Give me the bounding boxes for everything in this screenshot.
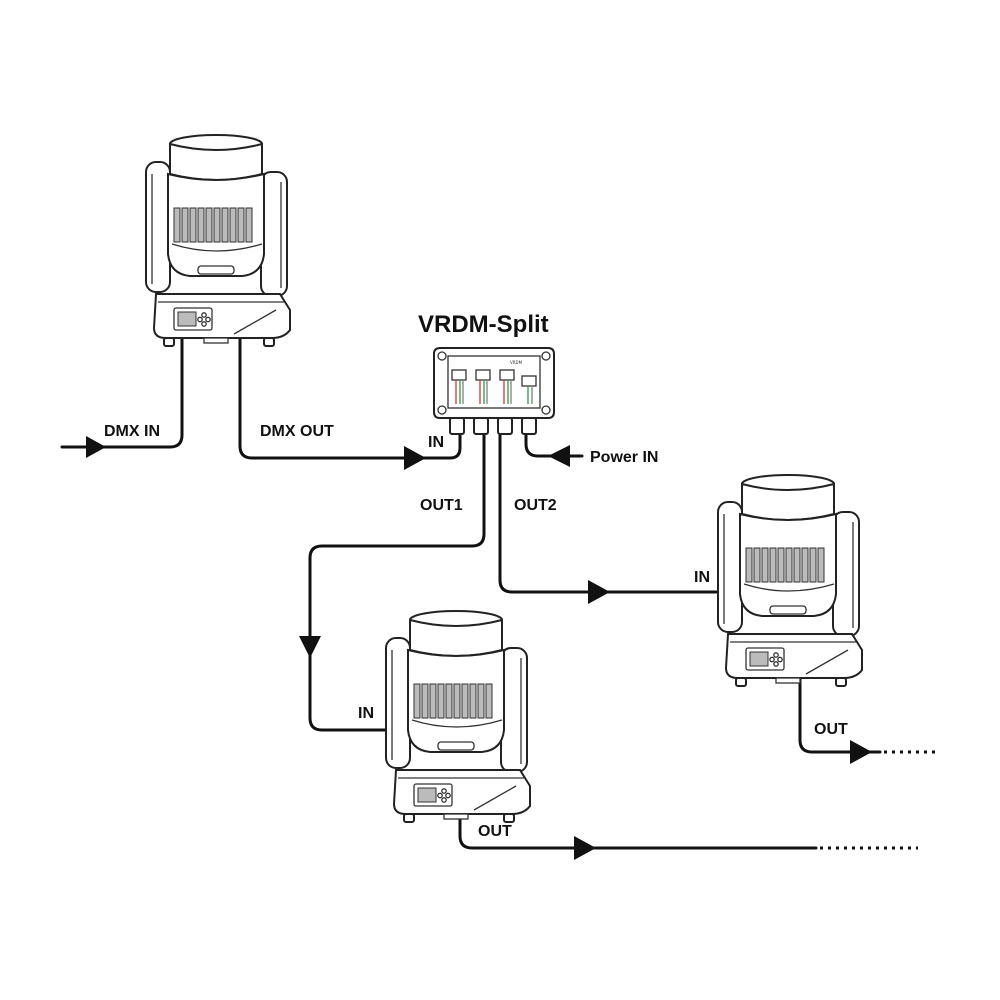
- fixture-top-left: [145, 134, 291, 347]
- bottom-fixture-in-label: IN: [358, 705, 374, 722]
- dmx-out-label: DMX OUT: [260, 423, 334, 440]
- out2-arrow: [588, 580, 610, 604]
- splitter-title: VRDM-Split: [418, 311, 549, 338]
- dmx-in-label: DMX IN: [104, 423, 160, 440]
- power-in-label: Power IN: [590, 449, 658, 466]
- dmx-out-arrow: [404, 446, 426, 470]
- out1-label: OUT1: [420, 497, 463, 514]
- right-fixture-in-label: IN: [694, 569, 710, 586]
- dmx-in-cable: [60, 330, 184, 449]
- bottom-fixture-out-label: OUT: [478, 823, 512, 840]
- power-in-arrow: [548, 445, 570, 467]
- out1-cable: [308, 430, 486, 732]
- splitter-in-label: IN: [428, 434, 444, 451]
- vrdm-split-box: [433, 347, 555, 435]
- bottom-fixture-out-cable: [458, 810, 818, 850]
- out1-arrow: [299, 636, 321, 658]
- fixture-right: [717, 474, 863, 687]
- right-fixture-out-label: OUT: [814, 721, 848, 738]
- bottom-fixture-out-arrow: [574, 836, 596, 860]
- out2-label: OUT2: [514, 497, 557, 514]
- right-fixture-out-cable: [798, 676, 882, 754]
- power-in-cable: [524, 430, 584, 458]
- dmx-out-cable: [238, 330, 462, 460]
- dmx-in-arrow: [86, 436, 106, 458]
- right-fixture-out-arrow: [850, 740, 872, 764]
- out2-cable: [498, 430, 718, 594]
- fixture-bottom: [385, 610, 531, 823]
